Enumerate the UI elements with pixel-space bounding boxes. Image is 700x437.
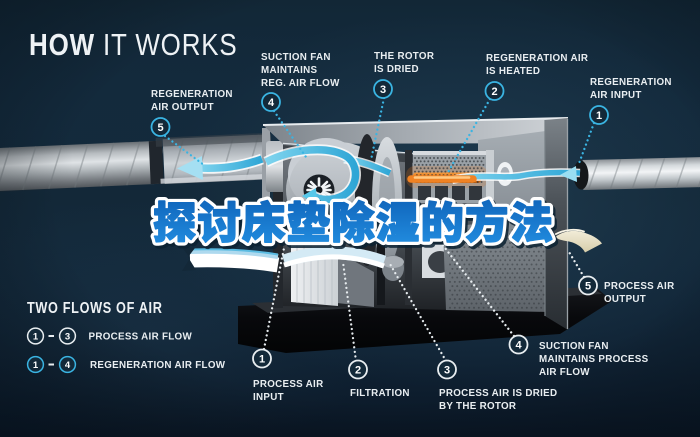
svg-text:3: 3 (65, 331, 70, 342)
svg-text:5: 5 (157, 122, 163, 134)
svg-text:5: 5 (585, 280, 591, 292)
svg-text:3: 3 (444, 364, 450, 376)
svg-text:FILTRATION: FILTRATION (350, 388, 410, 399)
svg-text:3: 3 (380, 84, 386, 96)
svg-text:1: 1 (33, 360, 39, 371)
svg-text:PROCESS AIR FLOW: PROCESS AIR FLOW (89, 332, 193, 343)
svg-text:2: 2 (491, 86, 497, 98)
svg-text:4: 4 (268, 97, 275, 109)
svg-text:HOW IT WORKS: HOW IT WORKS (29, 28, 238, 63)
svg-text:1: 1 (33, 331, 39, 342)
svg-text:1: 1 (596, 110, 602, 122)
svg-text:4: 4 (515, 339, 522, 351)
svg-text:1: 1 (259, 353, 265, 365)
svg-text:REGENERATION AIR FLOW: REGENERATION AIR FLOW (90, 360, 226, 371)
svg-text:4: 4 (65, 360, 71, 371)
svg-text:TWO FLOWS OF AIR: TWO FLOWS OF AIR (27, 300, 163, 317)
svg-text:2: 2 (355, 364, 361, 376)
